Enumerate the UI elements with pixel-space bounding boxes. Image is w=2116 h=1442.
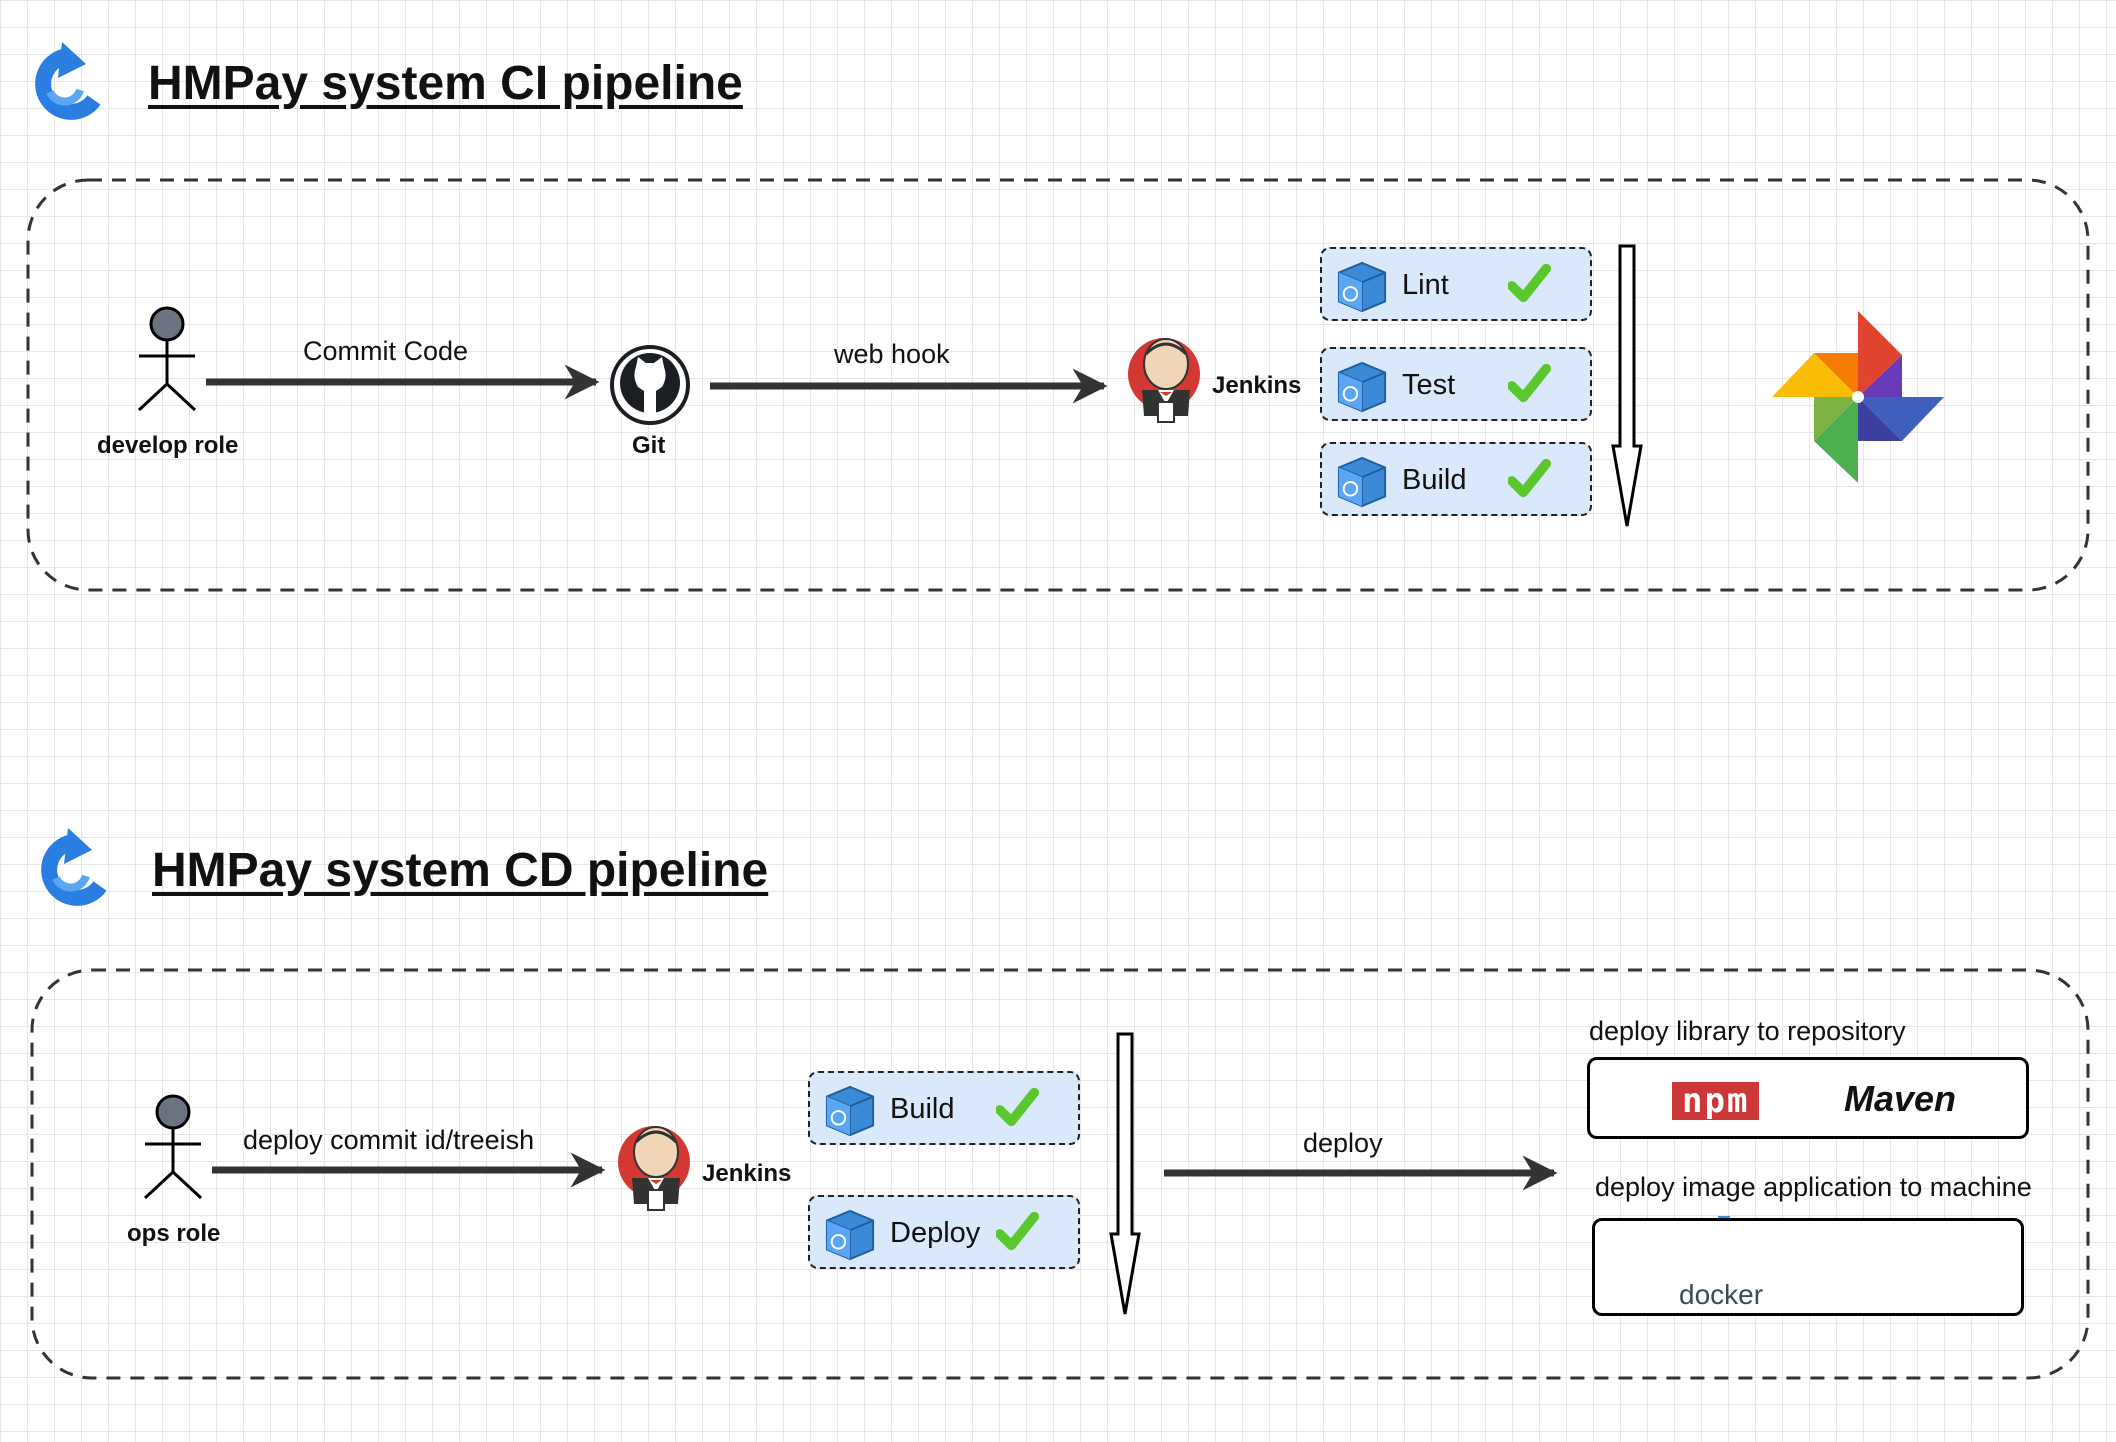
deploy-label: deploy (1303, 1128, 1383, 1158)
cd-group-border (30, 968, 2090, 1380)
cube-icon (1337, 261, 1387, 313)
library-title: deploy library to repository (1589, 1016, 1906, 1046)
develop-role-label: develop role (97, 432, 239, 459)
cd-title: HMPay system CD pipeline (152, 844, 769, 897)
check-icon (996, 1209, 1040, 1253)
stage-label: Deploy (890, 1217, 981, 1249)
npm-logo-text: npm (1682, 1081, 1750, 1121)
ops-role-label: ops role (127, 1220, 221, 1247)
stage-build[interactable]: Build (1320, 442, 1592, 516)
pinwheel-icon (1772, 311, 1944, 483)
ci-flow-arrow (1611, 244, 1643, 528)
check-icon (1508, 456, 1552, 500)
cube-icon (825, 1085, 875, 1137)
stage-label: Test (1402, 369, 1456, 401)
check-icon (1508, 361, 1552, 405)
check-icon (1508, 261, 1552, 305)
jenkins-label: Jenkins (1212, 372, 1302, 399)
maven-logo: Maven (1844, 1078, 1957, 1119)
refresh-logo-icon (43, 42, 94, 112)
stage-lint[interactable]: Lint (1320, 247, 1592, 321)
cube-icon (1337, 361, 1387, 413)
npm-logo: npm (1672, 1081, 1760, 1121)
library-repository-box: npm Maven (1587, 1057, 2029, 1139)
cube-icon (1337, 456, 1387, 508)
cube-icon (825, 1209, 875, 1261)
stage-deploy[interactable]: Deploy (808, 1195, 1080, 1269)
jenkins-icon (616, 1124, 692, 1212)
stage-label: Build (890, 1093, 955, 1125)
refresh-logo-icon (49, 828, 100, 898)
check-icon (996, 1085, 1040, 1129)
webhook-label: web hook (834, 339, 950, 369)
actor-icon (137, 306, 197, 412)
docker-logo-text: docker (1679, 1279, 1764, 1310)
image-title: deploy image application to machine (1595, 1172, 2032, 1202)
stage-build[interactable]: Build (808, 1071, 1080, 1145)
jenkins-label: Jenkins (702, 1160, 792, 1187)
github-icon (610, 345, 690, 425)
git-label: Git (632, 432, 666, 459)
ci-group-border (26, 178, 2090, 592)
deploy-commit-label: deploy commit id/treeish (243, 1125, 535, 1155)
stage-label: Build (1402, 464, 1467, 496)
stage-label: Lint (1402, 269, 1449, 301)
stage-test[interactable]: Test (1320, 347, 1592, 421)
machine-box: docker (1592, 1218, 2024, 1316)
cd-flow-arrow (1109, 1032, 1141, 1316)
ci-title: HMPay system CI pipeline (148, 57, 743, 110)
actor-icon (143, 1094, 203, 1200)
commit-code-label: Commit Code (303, 336, 469, 366)
jenkins-icon (1126, 336, 1202, 424)
